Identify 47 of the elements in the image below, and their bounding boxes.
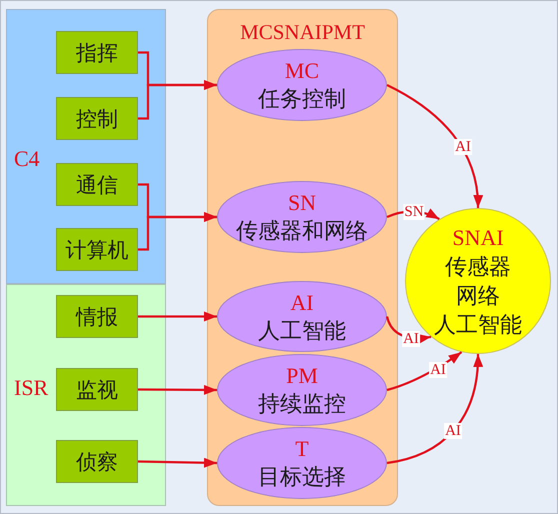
group-panel: [207, 9, 398, 506]
box-label: 侦察: [76, 448, 118, 474]
arrow: [138, 384, 217, 395]
process-box: [56, 31, 138, 74]
box-label: 情报: [76, 304, 118, 330]
process-box: [56, 368, 138, 411]
process-box: [56, 228, 138, 271]
edge-label: AI: [444, 423, 462, 439]
box-label: 通信: [76, 172, 118, 198]
circle-label: 传感器: [445, 253, 511, 281]
circle-label: 网络: [456, 282, 500, 310]
arrow: [386, 354, 483, 464]
edge-label: SN: [403, 204, 425, 220]
ellipse-label: 持续监控: [258, 390, 346, 418]
ellipse-title: SN: [288, 189, 316, 217]
ellipse-title: T: [295, 435, 309, 463]
edge-label: AI: [429, 362, 447, 378]
process-box: [56, 97, 138, 140]
group-title: MCSNAIPMT: [240, 19, 365, 45]
ellipse-title: MC: [284, 57, 320, 85]
arrow: [138, 212, 217, 251]
edge-label: AI: [402, 331, 420, 347]
circle-label: 人工智能: [434, 311, 522, 339]
ellipse-title: PM: [286, 362, 318, 390]
ellipse-label: 任务控制: [258, 85, 346, 113]
panel-label: ISR: [14, 376, 48, 400]
group-panel: [6, 284, 166, 506]
panel-label: C4: [14, 147, 40, 171]
ellipse-label: 人工智能: [258, 316, 346, 344]
box-label: 控制: [76, 106, 118, 132]
process-box: [56, 295, 138, 338]
edge-label: AI: [454, 139, 472, 155]
ellipse-label: 目标选择: [258, 463, 346, 491]
group-panel: [6, 9, 166, 284]
arrow: [386, 351, 462, 392]
process-box: [56, 440, 138, 483]
box-label: 计算机: [66, 236, 128, 262]
arrow: [138, 80, 217, 120]
box-label: 监视: [76, 376, 118, 402]
arrow: [138, 458, 218, 468]
arrow: [386, 84, 482, 208]
ellipse-title: AI: [290, 288, 314, 316]
circle-title: SNAI: [452, 224, 504, 252]
ellipse-label: 传感器和网络: [236, 217, 368, 245]
arrow: [138, 312, 217, 322]
box-label: 指挥: [76, 40, 118, 66]
process-box: [56, 163, 138, 206]
